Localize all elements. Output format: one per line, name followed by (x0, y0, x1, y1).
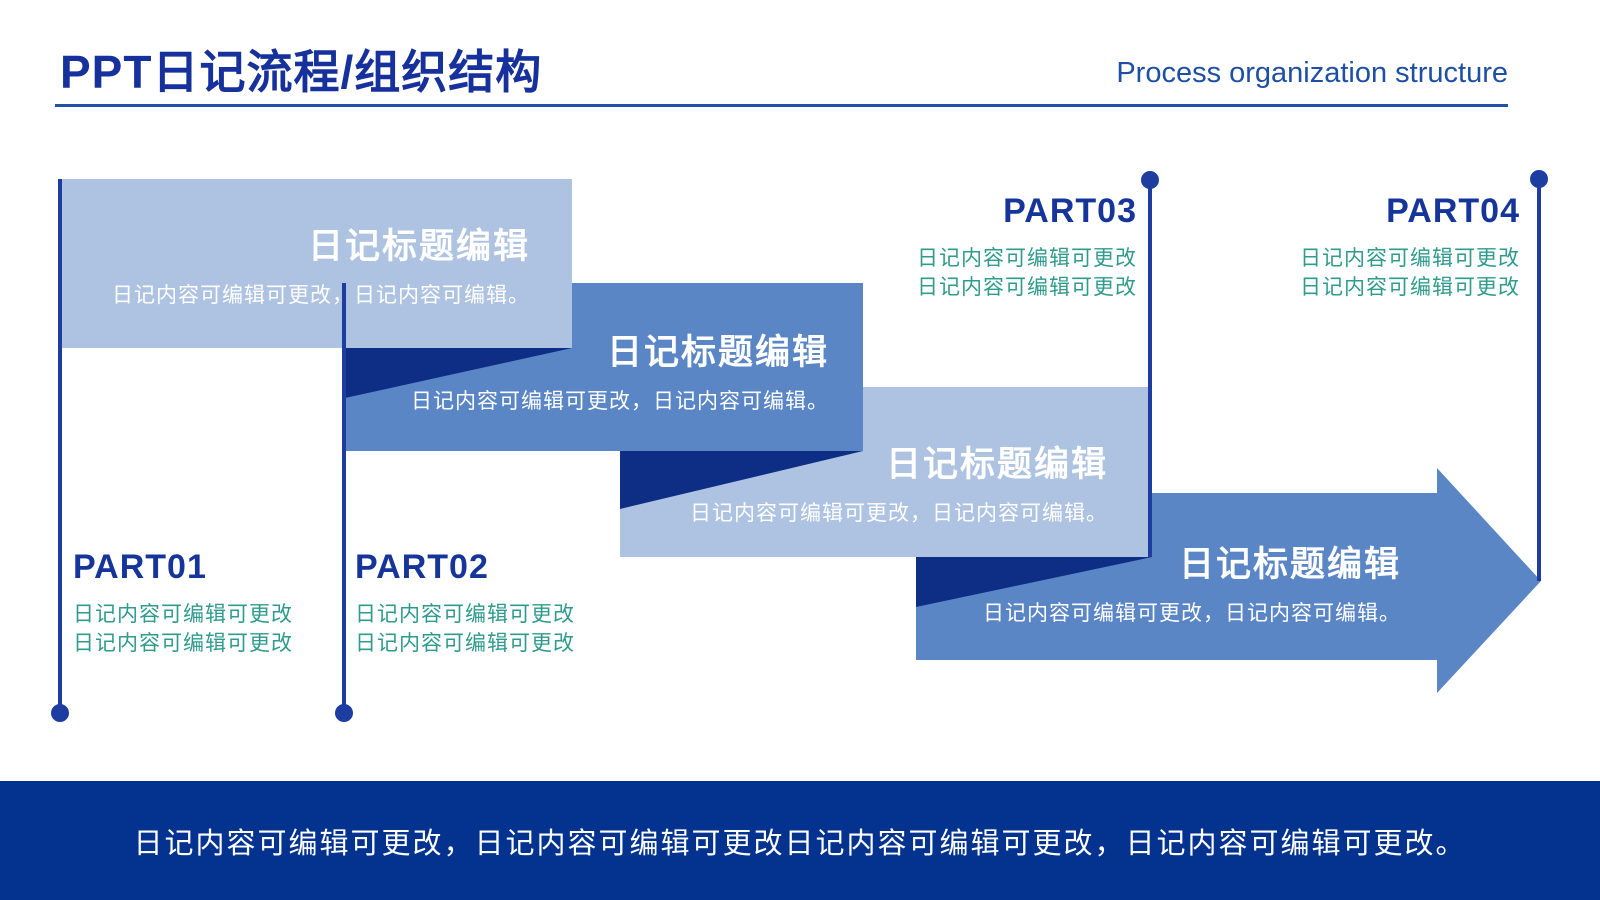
part-text-line: 日记内容可编辑可更改 (73, 632, 293, 655)
step-body: 日记内容可编辑可更改，日记内容可编辑。 (411, 390, 829, 413)
part-block-04: PART04 日记内容可编辑可更改 日记内容可编辑可更改 (1300, 192, 1520, 302)
step-title: 日记标题编辑 (606, 333, 829, 372)
part-text-line: 日记内容可编辑可更改 (917, 247, 1137, 270)
step-card-4-text: 日记标题编辑 日记内容可编辑可更改，日记内容可编辑。 (916, 468, 1401, 768)
step-title: 日记标题编辑 (1178, 545, 1401, 584)
step-body: 日记内容可编辑可更改，日记内容可编辑。 (690, 502, 1108, 525)
timeline-dot-part02 (335, 704, 353, 722)
part-label: PART01 (73, 548, 207, 586)
timeline-line-part04 (1537, 179, 1541, 581)
step-title: 日记标题编辑 (307, 227, 530, 266)
page-title: PPT日记流程/组织结构 (60, 46, 543, 98)
part-block-02: PART02 日记内容可编辑可更改 日记内容可编辑可更改 (355, 548, 575, 658)
part-text-line: 日记内容可编辑可更改 (73, 603, 293, 626)
timeline-dot-part03 (1141, 171, 1159, 189)
footer-bar: 日记内容可编辑可更改，日记内容可编辑可更改日记内容可编辑可更改，日记内容可编辑可… (0, 781, 1600, 900)
timeline-line-part01 (58, 179, 62, 713)
part-text-line: 日记内容可编辑可更改 (355, 603, 575, 626)
timeline-dot-part01 (51, 704, 69, 722)
part-label: PART03 (1003, 192, 1137, 230)
part-label: PART04 (1386, 192, 1520, 230)
part-block-01: PART01 日记内容可编辑可更改 日记内容可编辑可更改 (73, 548, 293, 658)
timeline-line-part02 (342, 283, 346, 713)
footer-text: 日记内容可编辑可更改，日记内容可编辑可更改日记内容可编辑可更改，日记内容可编辑可… (133, 827, 1467, 860)
part-text-line: 日记内容可编辑可更改 (1300, 276, 1520, 299)
timeline-line-part03 (1148, 180, 1152, 557)
part-label: PART02 (355, 548, 489, 586)
step-title: 日记标题编辑 (885, 445, 1108, 484)
step-body: 日记内容可编辑可更改，日记内容可编辑。 (983, 602, 1401, 625)
part-text-line: 日记内容可编辑可更改 (1300, 247, 1520, 270)
header-underline (55, 104, 1508, 107)
step-card-1: 日记标题编辑 日记内容可编辑可更改，日记内容可编辑。 (58, 179, 572, 348)
step-body: 日记内容可编辑可更改，日记内容可编辑。 (112, 284, 530, 307)
part-block-03: PART03 日记内容可编辑可更改 日记内容可编辑可更改 (917, 192, 1137, 302)
part-text-line: 日记内容可编辑可更改 (917, 276, 1137, 299)
timeline-dot-part04 (1530, 170, 1548, 188)
page-subtitle: Process organization structure (1116, 57, 1508, 89)
part-text-line: 日记内容可编辑可更改 (355, 632, 575, 655)
